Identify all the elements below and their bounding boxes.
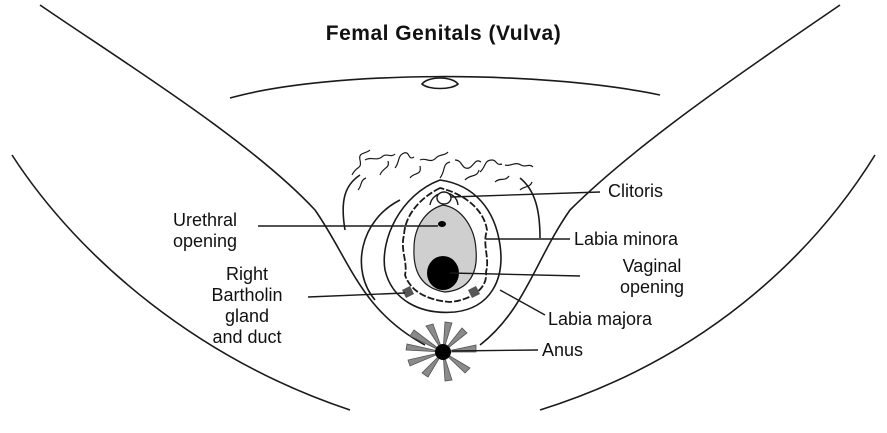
label-labia-majora: Labia majora	[548, 309, 652, 330]
label-vaginal-line2: opening	[582, 277, 722, 298]
diagram-title: Femal Genitals (Vulva)	[0, 22, 887, 46]
leader-anus	[452, 350, 538, 351]
label-urethral-line2: opening	[150, 231, 260, 252]
label-bartholin-line3: gland	[188, 306, 306, 327]
label-urethral-line1: Urethral	[150, 210, 260, 231]
right-groin-crease	[520, 178, 540, 238]
label-bartholin: Right Bartholin gland and duct	[188, 264, 306, 348]
label-vaginal-opening: Vaginal opening	[582, 256, 722, 298]
label-clitoris: Clitoris	[608, 181, 663, 202]
label-anus: Anus	[542, 340, 583, 361]
clitoris-shape	[437, 192, 451, 204]
label-bartholin-line4: and duct	[188, 327, 306, 348]
leader-bartholin	[308, 293, 405, 297]
label-bartholin-line1: Right	[188, 264, 306, 285]
waist-curve	[230, 77, 660, 98]
label-urethral-opening: Urethral opening	[150, 210, 260, 252]
label-vaginal-line1: Vaginal	[582, 256, 722, 277]
pubic-hair	[352, 150, 533, 190]
label-labia-minora: Labia minora	[574, 229, 678, 250]
urethral-opening-shape	[438, 221, 446, 227]
left-inner-fold	[361, 200, 400, 300]
navel	[422, 78, 458, 89]
label-bartholin-line2: Bartholin	[188, 285, 306, 306]
left-groin-crease	[343, 175, 360, 230]
